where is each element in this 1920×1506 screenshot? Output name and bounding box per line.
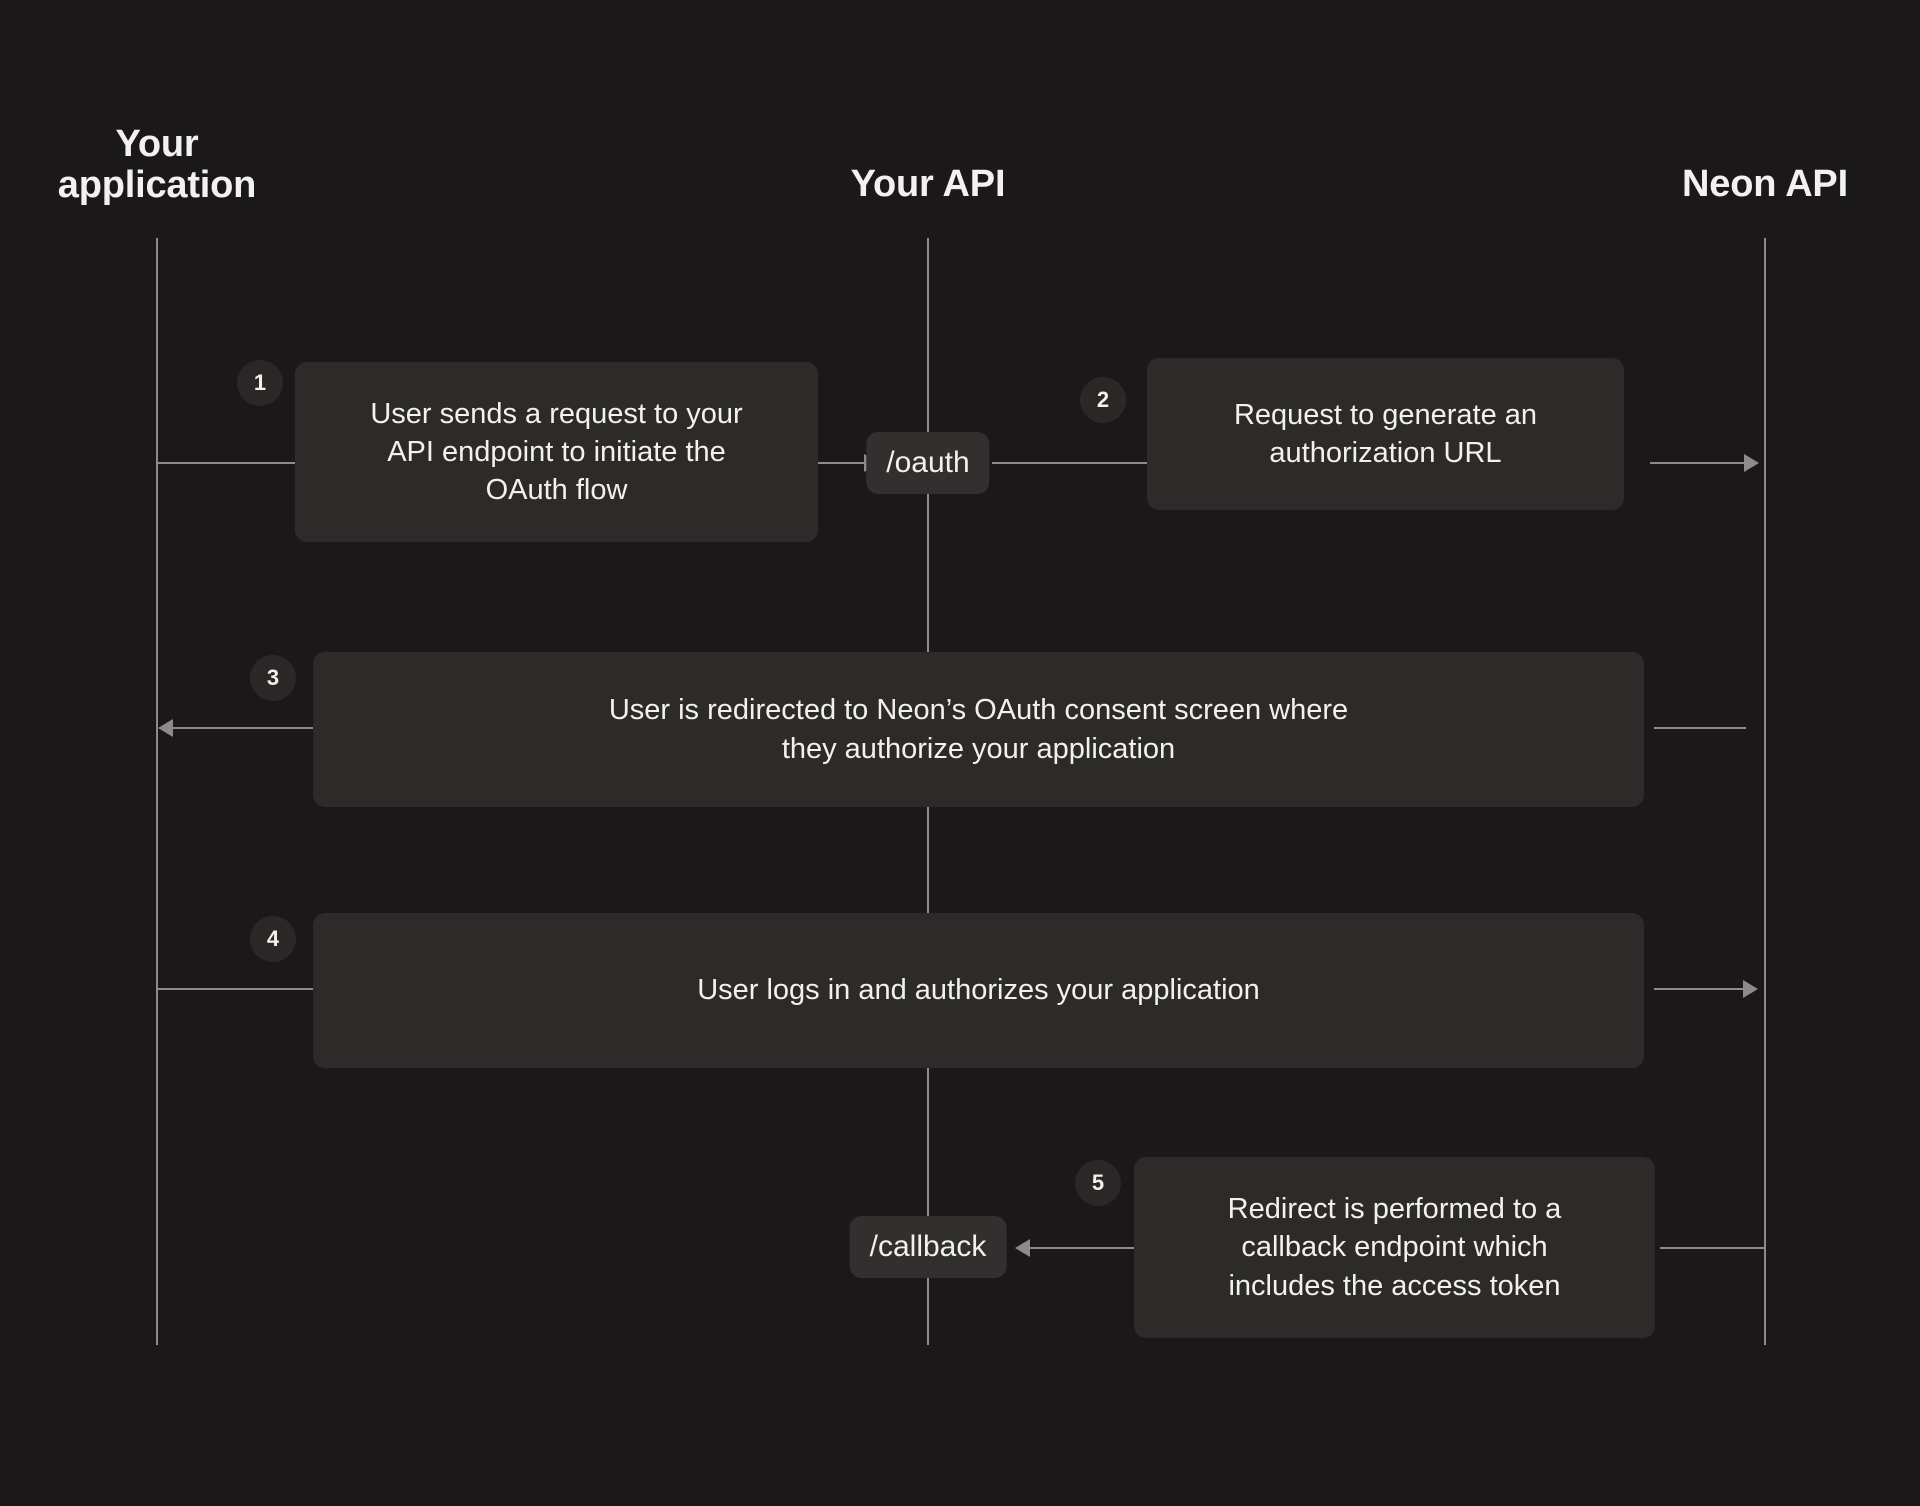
step-4-arrowhead bbox=[1743, 980, 1758, 998]
step-1-connector-in bbox=[157, 462, 295, 464]
step-2-arrowhead bbox=[1744, 454, 1759, 472]
step-3-message-box: User is redirected to Neon’s OAuth conse… bbox=[313, 652, 1644, 807]
endpoint-pill-oauth: /oauth bbox=[866, 432, 990, 494]
step-5-message-text: Redirect is performed to a callback endp… bbox=[1227, 1193, 1562, 1302]
step-5-connector-out bbox=[1029, 1247, 1134, 1249]
step-badge-2: 2 bbox=[1080, 377, 1126, 423]
lifeline-header-your-api: Your API bbox=[850, 163, 1006, 205]
step-4-connector-in bbox=[157, 988, 313, 990]
step-2-connector-in bbox=[992, 462, 1147, 464]
step-badge-1: 1 bbox=[237, 360, 283, 406]
step-3-message-text: User is redirected to Neon’s OAuth conse… bbox=[608, 694, 1349, 765]
step-4-message-text: User logs in and authorizes your applica… bbox=[697, 974, 1260, 1007]
step-1-connector-out bbox=[818, 462, 868, 464]
step-5-arrowhead bbox=[1015, 1239, 1030, 1257]
step-3-arrowhead bbox=[158, 719, 173, 737]
step-5-connector-in bbox=[1660, 1247, 1764, 1249]
step-5-message-box: Redirect is performed to a callback endp… bbox=[1134, 1157, 1655, 1338]
step-4-message-box: User logs in and authorizes your applica… bbox=[313, 913, 1644, 1068]
step-1-message-text: User sends a request to your API endpoin… bbox=[370, 397, 743, 507]
step-2-message-box: Request to generate an authorization URL bbox=[1147, 358, 1624, 510]
lifeline-your-application bbox=[156, 238, 158, 1345]
step-4-connector-out bbox=[1654, 988, 1746, 990]
step-3-connector-in bbox=[1654, 727, 1746, 729]
step-2-connector-out bbox=[1650, 462, 1747, 464]
step-1-message-box: User sends a request to your API endpoin… bbox=[295, 362, 818, 542]
step-2-message-text: Request to generate an authorization URL bbox=[1233, 398, 1538, 469]
step-badge-4: 4 bbox=[250, 916, 296, 962]
step-badge-5: 5 bbox=[1075, 1160, 1121, 1206]
lifeline-header-your-application: Your application bbox=[57, 123, 257, 207]
endpoint-pill-callback: /callback bbox=[849, 1216, 1007, 1278]
step-badge-3: 3 bbox=[250, 655, 296, 701]
step-3-connector-out bbox=[172, 727, 313, 729]
lifeline-neon-api bbox=[1764, 238, 1766, 1345]
lifeline-header-neon-api: Neon API bbox=[1682, 163, 1848, 205]
